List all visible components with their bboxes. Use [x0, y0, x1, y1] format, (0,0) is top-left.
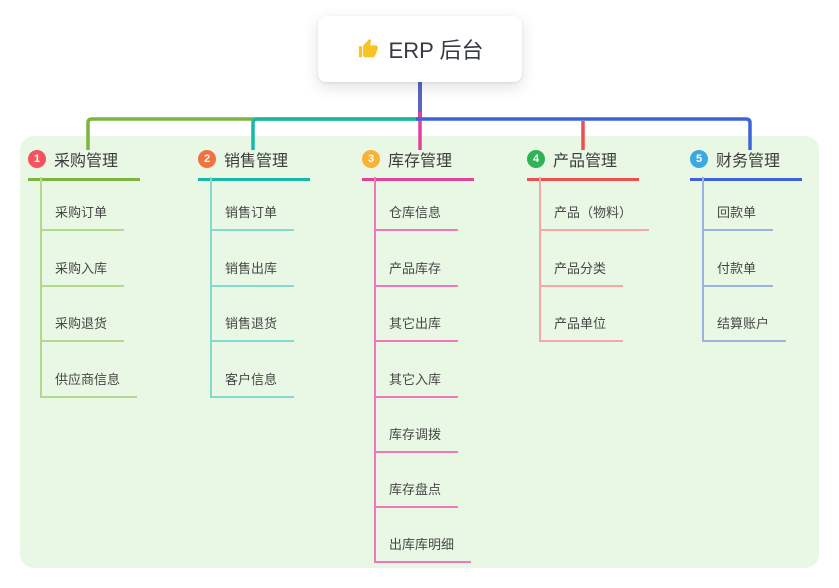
child-item[interactable]: 产品库存	[374, 258, 459, 287]
branch-label: 财务管理	[716, 153, 781, 170]
root-node[interactable]: ERP 后台	[318, 16, 522, 82]
branch-number-badge: 3	[362, 150, 380, 168]
branch-title-purchase[interactable]: 1 采购管理	[28, 147, 141, 181]
child-item[interactable]: 客户信息	[210, 369, 295, 398]
branch-label: 库存管理	[388, 153, 453, 170]
branch-label: 采购管理	[54, 153, 119, 170]
child-item[interactable]: 产品单位	[539, 313, 624, 342]
branch-number-badge: 2	[198, 150, 216, 168]
child-item[interactable]: 出库库明细	[374, 534, 472, 563]
branch-number-badge: 1	[28, 150, 46, 168]
child-item[interactable]: 其它入库	[374, 369, 459, 398]
thumbs-up-icon	[358, 38, 378, 58]
child-item[interactable]: 其它出库	[374, 313, 459, 342]
child-item[interactable]: 采购退货	[40, 313, 125, 342]
root-title: ERP 后台	[388, 38, 484, 63]
branch-number-badge: 4	[527, 150, 545, 168]
child-item[interactable]: 结算账户	[702, 313, 787, 342]
child-item[interactable]: 采购入库	[40, 258, 125, 287]
branch-title-inventory[interactable]: 3 库存管理	[362, 147, 475, 181]
branch-label: 产品管理	[553, 153, 618, 170]
branches-panel	[20, 136, 819, 568]
child-item[interactable]: 产品分类	[539, 258, 624, 287]
child-item[interactable]: 仓库信息	[374, 202, 459, 231]
branch-number-badge: 5	[690, 150, 708, 168]
child-item[interactable]: 产品（物料）	[539, 202, 650, 231]
child-item[interactable]: 销售退货	[210, 313, 295, 342]
child-item[interactable]: 库存盘点	[374, 479, 459, 508]
child-item[interactable]: 回款单	[702, 202, 774, 231]
branch-title-sales[interactable]: 2 销售管理	[198, 147, 311, 181]
child-item[interactable]: 付款单	[702, 258, 774, 287]
branch-title-finance[interactable]: 5 财务管理	[690, 147, 803, 181]
branch-title-product[interactable]: 4 产品管理	[527, 147, 640, 181]
child-item[interactable]: 采购订单	[40, 202, 125, 231]
branch-label: 销售管理	[224, 153, 289, 170]
child-item[interactable]: 销售出库	[210, 258, 295, 287]
child-item[interactable]: 销售订单	[210, 202, 295, 231]
child-item[interactable]: 库存调拨	[374, 424, 459, 453]
child-item[interactable]: 供应商信息	[40, 369, 138, 398]
